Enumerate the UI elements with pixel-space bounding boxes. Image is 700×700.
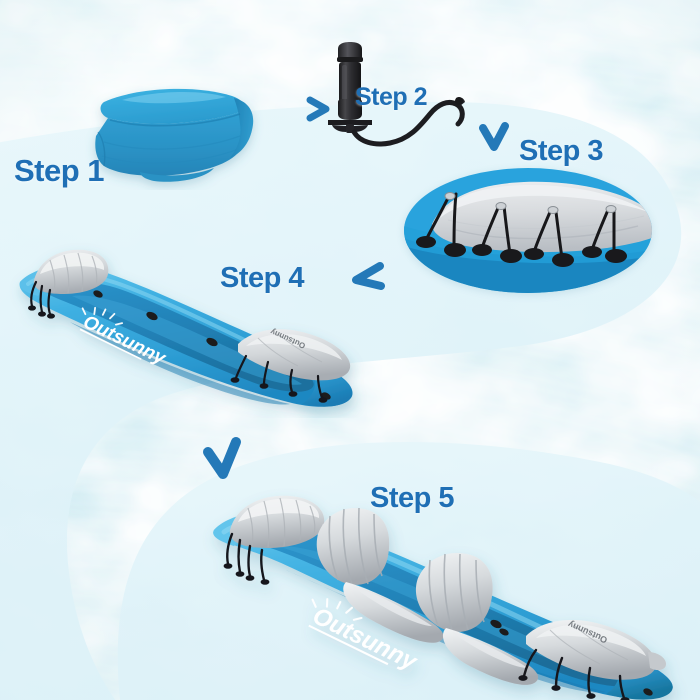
step-2-artwork-air-pump bbox=[328, 42, 465, 147]
step-3-label: Step 3 bbox=[519, 135, 604, 167]
bow-seat bbox=[223, 495, 336, 585]
chevron-down-icon-2 bbox=[203, 437, 241, 479]
chevron-down-icon-1 bbox=[479, 122, 509, 151]
step-1-artwork-folded-kayak bbox=[95, 88, 254, 182]
step-5-artwork-kayak-complete: Outsunny Outsunny bbox=[213, 495, 673, 700]
front-paddler-seat bbox=[316, 507, 444, 643]
step-4-artwork-kayak-partial: Outsunny Outsunny bbox=[19, 249, 353, 407]
step-2-label: Step 2 bbox=[355, 83, 428, 111]
rear-paddler-seat bbox=[415, 552, 539, 685]
stern-seat: Outsunny bbox=[518, 619, 666, 700]
step-4-label: Step 4 bbox=[220, 262, 305, 294]
chevron-right-icon bbox=[306, 96, 330, 122]
chevron-left-icon bbox=[352, 262, 385, 290]
step-1-label: Step 1 bbox=[14, 153, 105, 188]
step-5-label: Step 5 bbox=[370, 482, 455, 514]
step-3-artwork-seat-closeup bbox=[404, 168, 652, 293]
